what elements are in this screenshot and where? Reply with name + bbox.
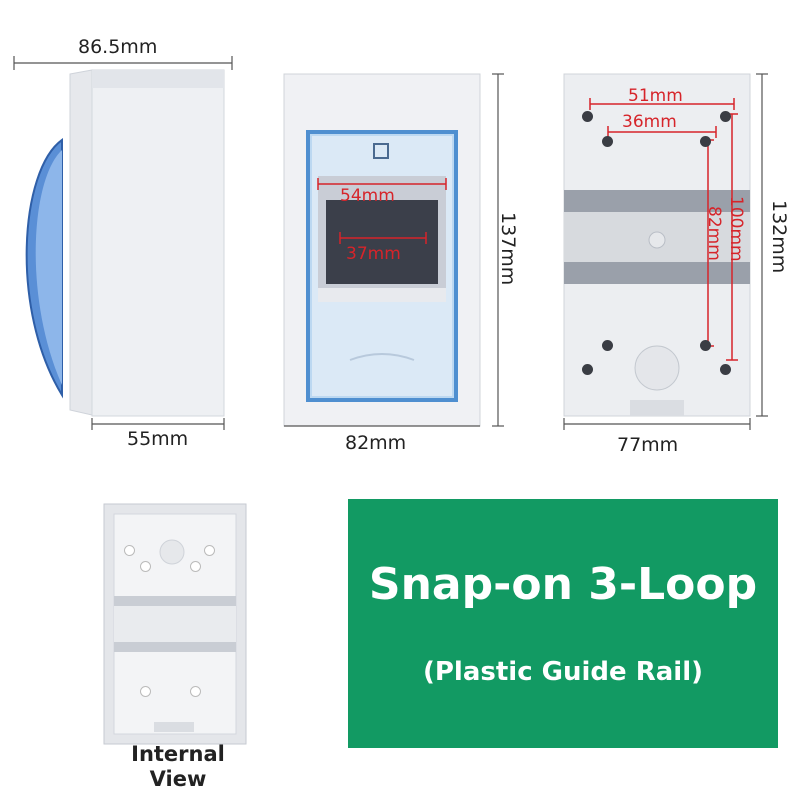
banner-subtitle: (Plastic Guide Rail) bbox=[422, 657, 703, 687]
internal-hole bbox=[124, 545, 135, 556]
back-vertical-outer-label: 100mm bbox=[726, 196, 746, 262]
back-hole bbox=[700, 340, 711, 351]
back-hole bbox=[582, 364, 593, 375]
side-view-drawing bbox=[13, 56, 233, 430]
back-hole bbox=[582, 111, 593, 122]
back-hole bbox=[700, 136, 711, 147]
side-base-label: 55mm bbox=[127, 428, 189, 450]
back-view-drawing bbox=[563, 73, 768, 430]
internal-hole bbox=[190, 561, 201, 572]
front-opening-outer-label: 54mm bbox=[340, 186, 395, 206]
internal-view-caption: Internal View bbox=[131, 742, 225, 791]
internal-hole bbox=[190, 686, 201, 697]
back-hole bbox=[720, 364, 731, 375]
back-hole bbox=[602, 340, 613, 351]
back-hole-outer-label: 51mm bbox=[628, 86, 683, 106]
banner-title: Snap-on 3-Loop bbox=[368, 559, 758, 610]
back-width-label: 77mm bbox=[617, 434, 679, 456]
front-height-label: 137mm bbox=[497, 212, 519, 286]
back-height-label: 132mm bbox=[768, 200, 790, 274]
back-hole bbox=[602, 136, 613, 147]
internal-hole bbox=[140, 686, 151, 697]
front-opening-inner-label: 37mm bbox=[346, 244, 401, 264]
internal-view-drawing bbox=[103, 503, 247, 745]
front-width-label: 82mm bbox=[345, 432, 407, 454]
internal-hole bbox=[140, 561, 151, 572]
front-view-drawing bbox=[283, 73, 504, 427]
side-depth-label: 86.5mm bbox=[78, 36, 158, 58]
product-banner: Snap-on 3-Loop (Plastic Guide Rail) bbox=[348, 499, 778, 748]
internal-hole bbox=[204, 545, 215, 556]
back-hole-inner-label: 36mm bbox=[622, 112, 677, 132]
back-hole bbox=[720, 111, 731, 122]
back-vertical-inner-label: 82mm bbox=[704, 206, 724, 261]
